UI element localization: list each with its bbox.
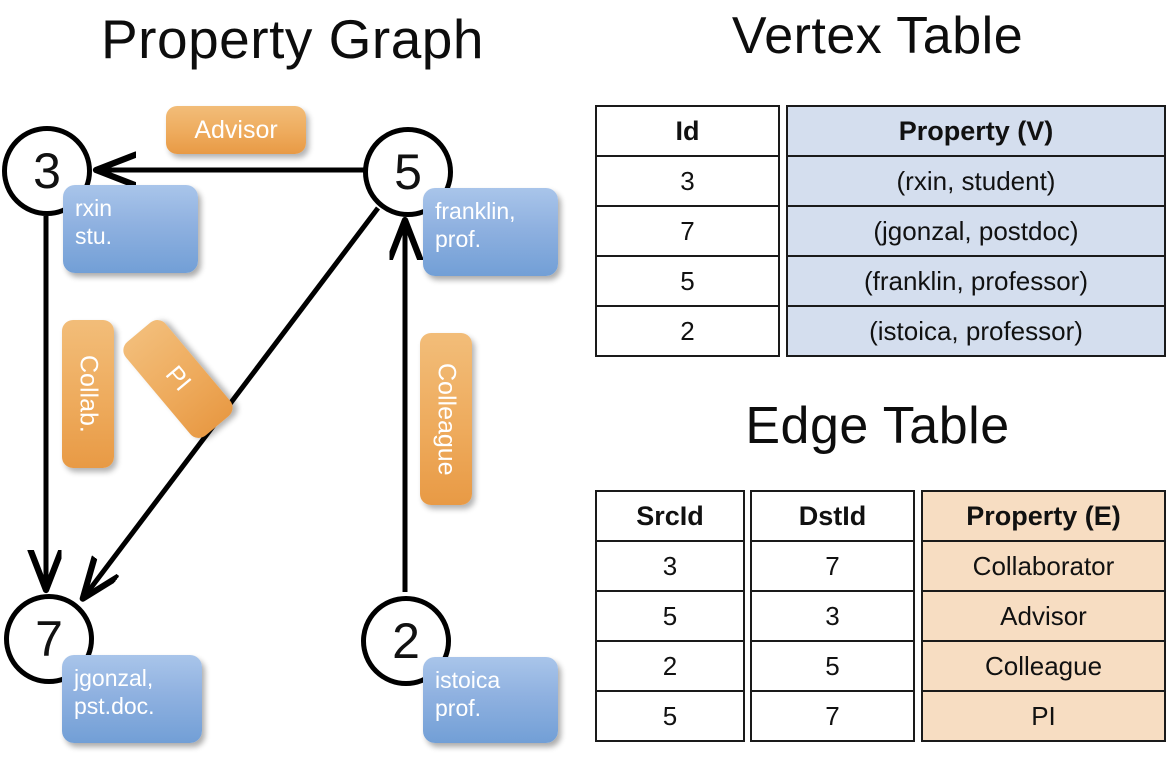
edge-col-header-dstid: DstId [750,490,915,542]
graph-node-5[interactable]: 5 [363,127,453,217]
node-property-5-line1: franklin, [435,198,516,224]
edge-table-property-column: Property (E) Collaborator Advisor Collea… [921,490,1166,742]
graph-node-2[interactable]: 2 [361,596,451,686]
table-row: 5 [595,590,745,642]
edge-cell-srcid: 5 [595,590,745,642]
table-header-row: Id [595,105,780,157]
table-header-row: Property (E) [921,490,1166,542]
edge-cell-property: Collaborator [921,540,1166,592]
node-property-5-line2: prof. [435,226,482,252]
table-row: 7 [750,690,915,742]
node-property-7-line1: jgonzal, [74,665,154,691]
node-property-box-7: jgonzal, pst.doc. [62,655,202,743]
vertex-table-property-column: Property (V) (rxin, student) (jgonzal, p… [786,105,1166,357]
vertex-cell-id: 3 [595,155,780,207]
table-row: (franklin, professor) [786,255,1166,307]
vertex-cell-property: (franklin, professor) [786,255,1166,307]
table-row: 3 [750,590,915,642]
table-row: 7 [595,205,780,257]
node-property-3-line2: stu. [75,223,113,249]
edge-label-advisor-text: Advisor [194,115,278,144]
edge-cell-srcid: 3 [595,540,745,592]
table-row: 2 [595,640,745,692]
edge-cell-property: Colleague [921,640,1166,692]
table-row: 5 [595,690,745,742]
graph-node-5-label: 5 [394,144,422,200]
table-row: 5 [595,255,780,307]
edge-cell-property: PI [921,690,1166,742]
vertex-cell-id: 7 [595,205,780,257]
edge-col-header-srcid: SrcId [595,490,745,542]
edge-cell-dstid: 3 [750,590,915,642]
table-row: 3 [595,155,780,207]
vertex-col-header-id: Id [595,105,780,157]
edge-col-header-property: Property (E) [921,490,1166,542]
table-row: (jgonzal, postdoc) [786,205,1166,257]
node-property-box-3: rxin stu. [63,185,198,273]
edge-cell-property: Advisor [921,590,1166,642]
vertex-col-header-property: Property (V) [786,105,1166,157]
node-property-box-2: istoica prof. [423,657,558,743]
edge-table-srcid-column: SrcId 3 5 2 5 [595,490,745,742]
page-title-vertex-table: Vertex Table [731,7,1024,65]
edge-label-pi-text: PI [160,360,197,397]
table-row: (istoica, professor) [786,305,1166,357]
vertex-cell-property: (jgonzal, postdoc) [786,205,1166,257]
table-header-row: SrcId [595,490,745,542]
edge-cell-dstid: 7 [750,690,915,742]
graph-node-2-label: 2 [392,613,420,669]
node-property-2-line1: istoica [435,667,501,693]
edge-cell-srcid: 2 [595,640,745,692]
edge-label-colleague-text: Colleague [432,362,461,476]
edge-label-collab-text: Collab. [74,355,103,433]
node-property-2-line2: prof. [435,695,482,721]
node-property-box-5: franklin, prof. [423,188,558,276]
table-row: PI [921,690,1166,742]
node-property-3-line1: rxin [75,195,113,221]
table-row: (rxin, student) [786,155,1166,207]
node-property-7-line2: pst.doc. [74,693,155,719]
table-row: Colleague [921,640,1166,692]
vertex-table-id-column: Id 3 7 5 2 [595,105,780,357]
graph-node-3-label: 3 [33,143,61,199]
edge-cell-srcid: 5 [595,690,745,742]
page-title-edge-table: Edge Table [745,397,1010,455]
table-row: 5 [750,640,915,692]
table-header-row: DstId [750,490,915,542]
table-row: 7 [750,540,915,592]
table-row: Collaborator [921,540,1166,592]
edge-label-colleague: Colleague [420,333,472,505]
table-row: 3 [595,540,745,592]
table-row: Advisor [921,590,1166,642]
edge-label-collab: Collab. [62,320,114,468]
property-graph-diagram: 3 5 7 2 rxin stu. franklin, prof. jgonza… [2,106,558,743]
table-row: 2 [595,305,780,357]
vertex-cell-property: (rxin, student) [786,155,1166,207]
edge-table-dstid-column: DstId 7 3 5 7 [750,490,915,742]
table-header-row: Property (V) [786,105,1166,157]
edge-cell-dstid: 7 [750,540,915,592]
page-title-property-graph: Property Graph [100,8,484,70]
vertex-cell-property: (istoica, professor) [786,305,1166,357]
graph-node-7-label: 7 [35,611,63,667]
edge-cell-dstid: 5 [750,640,915,692]
vertex-cell-id: 2 [595,305,780,357]
vertex-cell-id: 5 [595,255,780,307]
edge-label-advisor: Advisor [166,106,306,154]
